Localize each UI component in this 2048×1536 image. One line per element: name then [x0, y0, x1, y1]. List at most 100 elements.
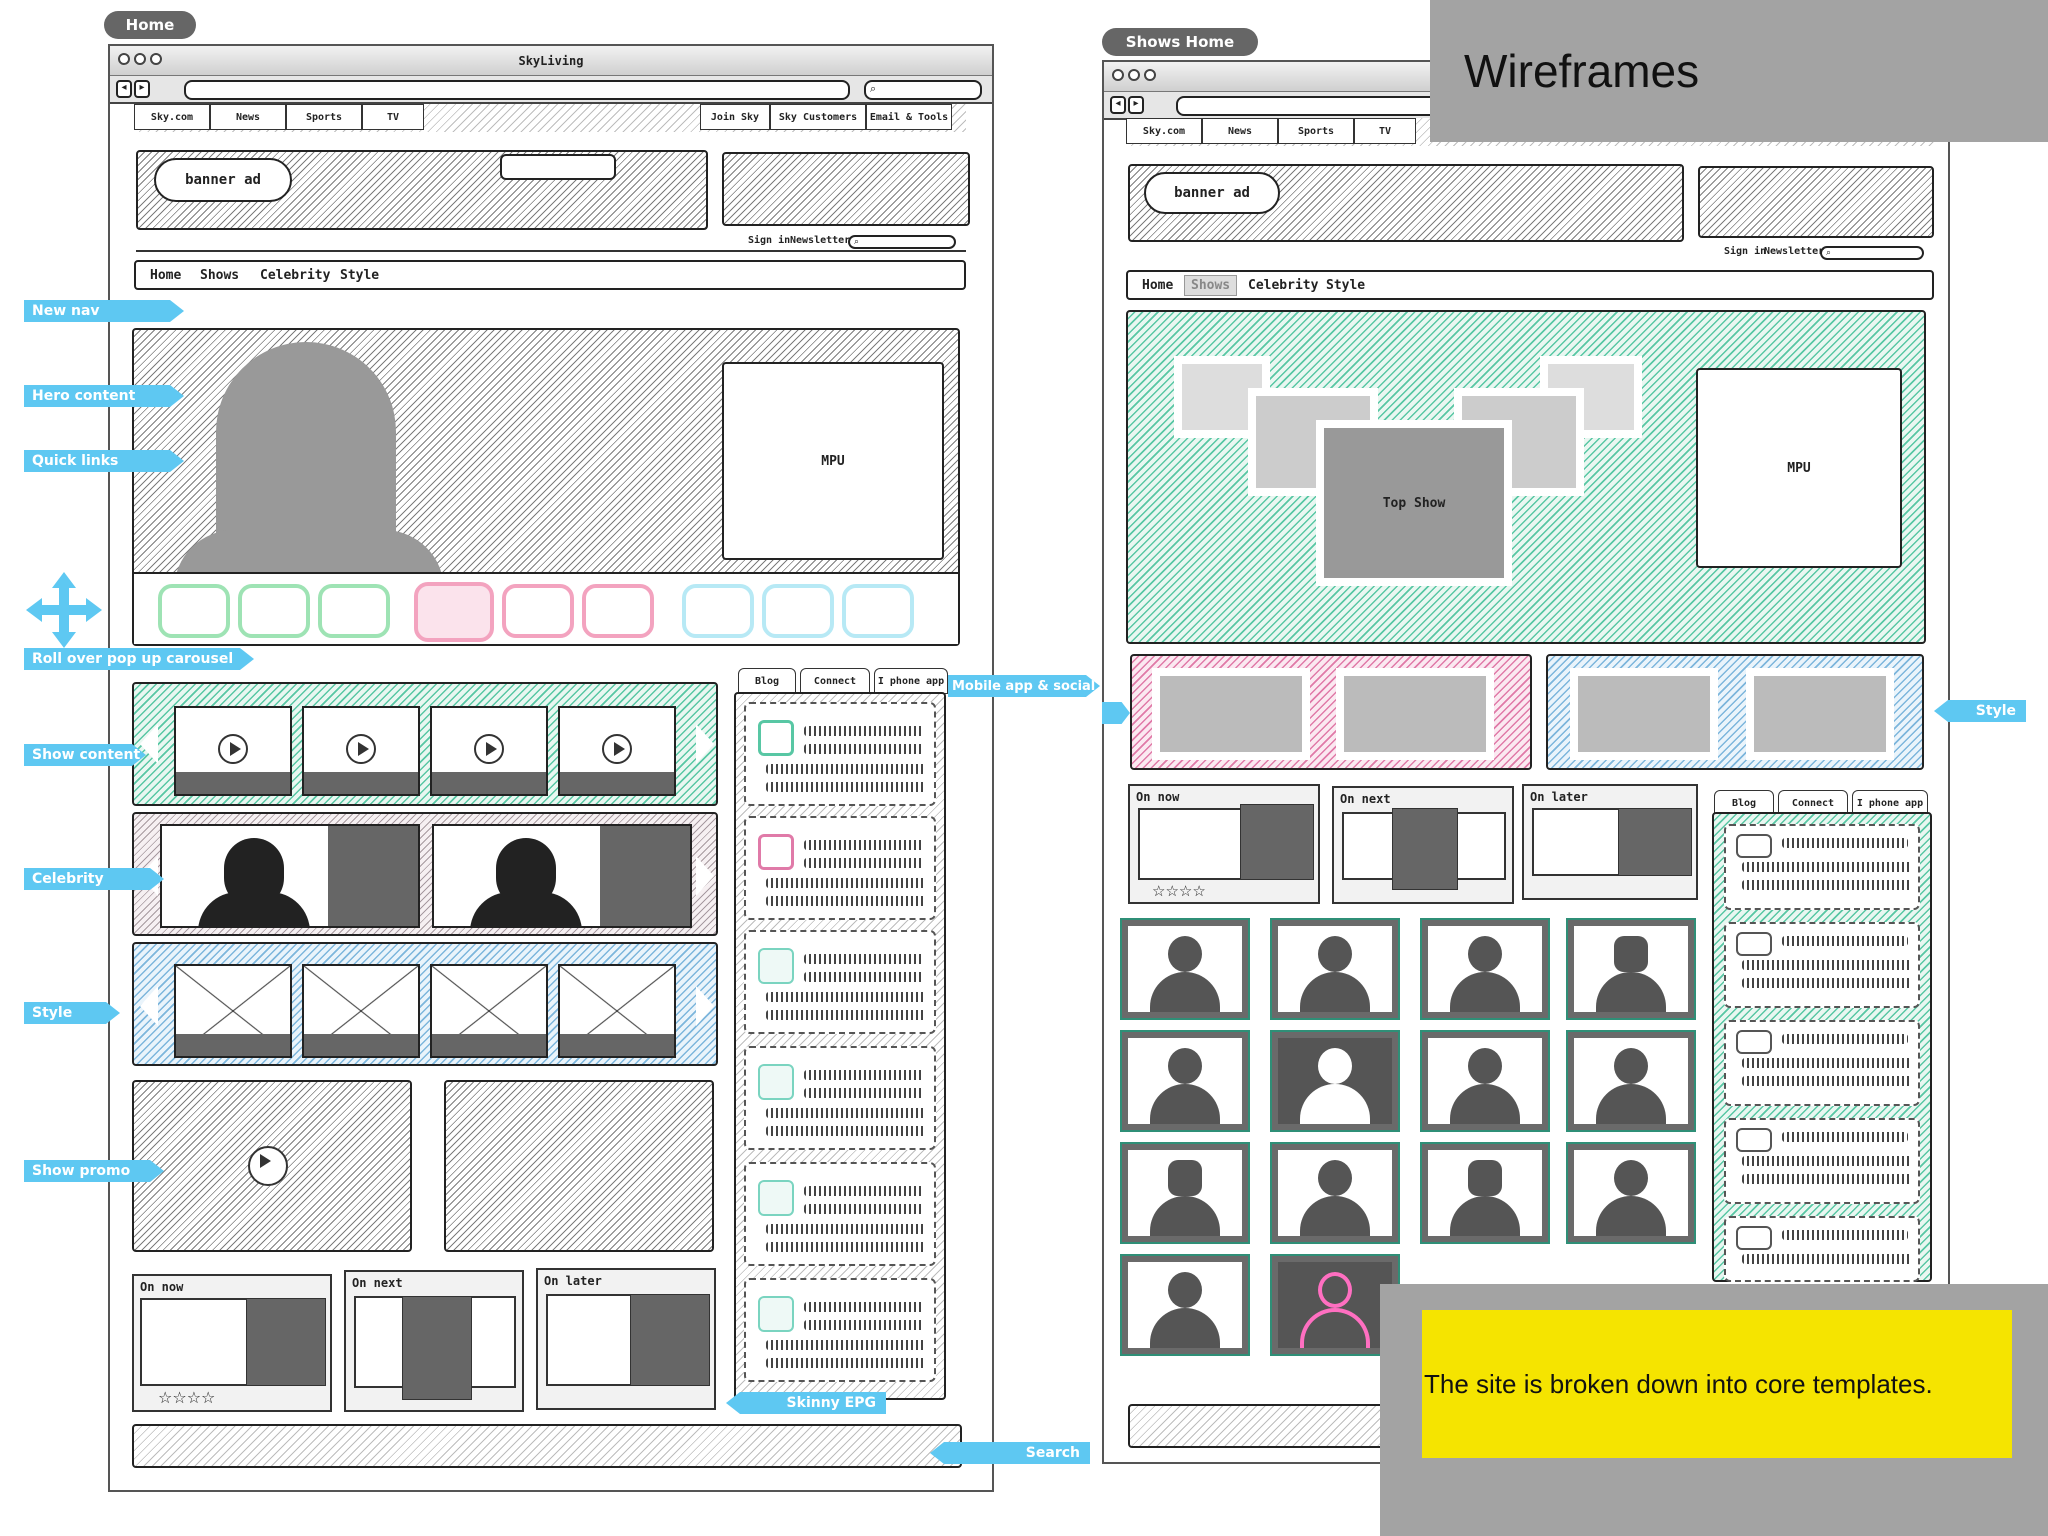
- newsletter-link[interactable]: Newsletter: [790, 235, 851, 246]
- nav-style[interactable]: Style: [340, 268, 380, 283]
- site-search-input[interactable]: ⌕: [1820, 246, 1924, 260]
- tab-connect[interactable]: Connect: [800, 668, 870, 694]
- show-thumb[interactable]: [558, 706, 676, 796]
- minimize-icon[interactable]: [1128, 69, 1140, 81]
- tab-sports[interactable]: Sports: [286, 104, 362, 130]
- tab-iphone-app[interactable]: I phone app: [1852, 790, 1928, 816]
- top-ad[interactable]: [722, 152, 970, 226]
- forward-icon[interactable]: ▸: [134, 80, 150, 98]
- celebrity-card[interactable]: [160, 824, 420, 928]
- feed-item[interactable]: [1724, 1118, 1920, 1204]
- maximize-icon[interactable]: [150, 53, 162, 65]
- sign-in-link[interactable]: Sign in: [1724, 246, 1767, 257]
- quick-link-person-icon[interactable]: [582, 584, 654, 638]
- right-social-feed[interactable]: [1712, 812, 1932, 1282]
- back-icon[interactable]: ◂: [116, 80, 132, 98]
- quick-link-user-icon[interactable]: [158, 584, 230, 638]
- quick-link-users-blue-icon[interactable]: [762, 584, 834, 638]
- tab-sky-com[interactable]: Sky.com: [1126, 118, 1202, 144]
- feed-item[interactable]: [1724, 922, 1920, 1008]
- show-grid-cell[interactable]: [1120, 918, 1250, 1020]
- show-thumb[interactable]: [430, 706, 548, 796]
- address-input[interactable]: [184, 80, 850, 100]
- pink-promo-panel[interactable]: [1130, 654, 1532, 770]
- nav-celebrity[interactable]: Celebrity: [260, 268, 331, 283]
- tab-sky-com[interactable]: Sky.com: [134, 104, 210, 130]
- quick-link-profile-icon[interactable]: [318, 584, 390, 638]
- style-promo-item[interactable]: [1746, 668, 1894, 760]
- tab-blog[interactable]: Blog: [1714, 790, 1774, 816]
- newsletter-link[interactable]: Newsletter: [1764, 246, 1825, 257]
- feed-item[interactable]: [744, 1046, 936, 1150]
- feed-item[interactable]: [1724, 824, 1920, 910]
- show-promo-video[interactable]: [132, 1080, 412, 1252]
- right-banner-ad[interactable]: banner ad: [1128, 164, 1684, 242]
- feed-item[interactable]: [744, 1278, 936, 1382]
- show-grid-cell[interactable]: [1270, 1030, 1400, 1132]
- minimize-icon[interactable]: [134, 53, 146, 65]
- close-icon[interactable]: [1112, 69, 1124, 81]
- quick-link-group-icon[interactable]: [414, 582, 494, 642]
- home-page-tab[interactable]: Home: [104, 11, 196, 39]
- show-promo-image[interactable]: [444, 1080, 714, 1252]
- quick-link-thumbs-up-icon[interactable]: [238, 584, 310, 638]
- browser-search-input[interactable]: ⌕: [864, 80, 982, 100]
- top-show-card[interactable]: Top Show: [1316, 420, 1512, 586]
- tab-iphone-app[interactable]: I phone app: [874, 668, 948, 694]
- show-grid-cell[interactable]: [1420, 918, 1550, 1020]
- left-social-feed[interactable]: [734, 692, 946, 1400]
- maximize-icon[interactable]: [1144, 69, 1156, 81]
- tab-email-tools[interactable]: Email & Tools: [866, 104, 952, 130]
- top-show-carousel[interactable]: Top Show MPU: [1126, 310, 1926, 644]
- style-prev-icon[interactable]: [140, 986, 158, 1026]
- show-grid-cell[interactable]: [1120, 1142, 1250, 1244]
- celebrity-carousel[interactable]: [132, 812, 718, 936]
- show-content-carousel[interactable]: [132, 682, 718, 806]
- quick-link-heart-icon[interactable]: [842, 584, 914, 638]
- nav-home[interactable]: Home: [1142, 278, 1174, 293]
- carousel-next-icon[interactable]: [696, 724, 714, 764]
- nav-style[interactable]: Style: [1326, 278, 1366, 293]
- feed-item[interactable]: [744, 702, 936, 806]
- show-grid-cell[interactable]: [1120, 1254, 1250, 1356]
- epg-on-later[interactable]: On later: [536, 1268, 716, 1410]
- feed-item[interactable]: [744, 816, 936, 920]
- right-top-ad[interactable]: [1698, 166, 1934, 238]
- nav-shows[interactable]: Shows: [200, 268, 240, 283]
- epg-on-next[interactable]: On next: [344, 1270, 524, 1412]
- style-thumb[interactable]: [558, 964, 676, 1058]
- feed-item[interactable]: [1724, 1216, 1920, 1282]
- tab-sports[interactable]: Sports: [1278, 118, 1354, 144]
- style-thumb[interactable]: [430, 964, 548, 1058]
- footer-search-bar[interactable]: [132, 1424, 962, 1468]
- style-thumb[interactable]: [302, 964, 420, 1058]
- blue-style-panel[interactable]: [1546, 654, 1924, 770]
- show-thumb[interactable]: [302, 706, 420, 796]
- mpu-ad[interactable]: MPU: [1696, 368, 1902, 568]
- quick-link-chat-icon[interactable]: [502, 584, 574, 638]
- show-thumb[interactable]: [174, 706, 292, 796]
- show-grid-cell-selected[interactable]: [1270, 1254, 1400, 1356]
- show-grid-cell[interactable]: [1420, 1030, 1550, 1132]
- right-footer-bar[interactable]: [1128, 1404, 1388, 1448]
- show-grid-cell[interactable]: [1120, 1030, 1250, 1132]
- show-grid-cell[interactable]: [1566, 1030, 1696, 1132]
- style-promo-item[interactable]: [1570, 668, 1718, 760]
- nav-shows-active[interactable]: Shows: [1184, 275, 1238, 296]
- style-next-icon[interactable]: [696, 986, 714, 1026]
- show-grid-cell[interactable]: [1270, 918, 1400, 1020]
- celebrity-card[interactable]: [432, 824, 692, 928]
- forward-icon[interactable]: ▸: [1128, 96, 1144, 114]
- style-carousel[interactable]: [132, 942, 718, 1066]
- show-grid-cell[interactable]: [1270, 1142, 1400, 1244]
- epg-on-now[interactable]: On now☆☆☆☆: [1128, 784, 1320, 904]
- banner-ad[interactable]: banner ad: [136, 150, 708, 230]
- tab-tv[interactable]: TV: [362, 104, 424, 130]
- epg-on-later[interactable]: On later: [1522, 784, 1698, 900]
- hero-content[interactable]: MPU: [132, 328, 960, 646]
- quick-link-user-blue-icon[interactable]: [682, 584, 754, 638]
- tab-sky-customers[interactable]: Sky Customers: [770, 104, 866, 130]
- shows-home-page-tab[interactable]: Shows Home: [1102, 28, 1258, 56]
- show-grid-cell[interactable]: [1420, 1142, 1550, 1244]
- epg-on-now[interactable]: On now☆☆☆☆: [132, 1274, 332, 1412]
